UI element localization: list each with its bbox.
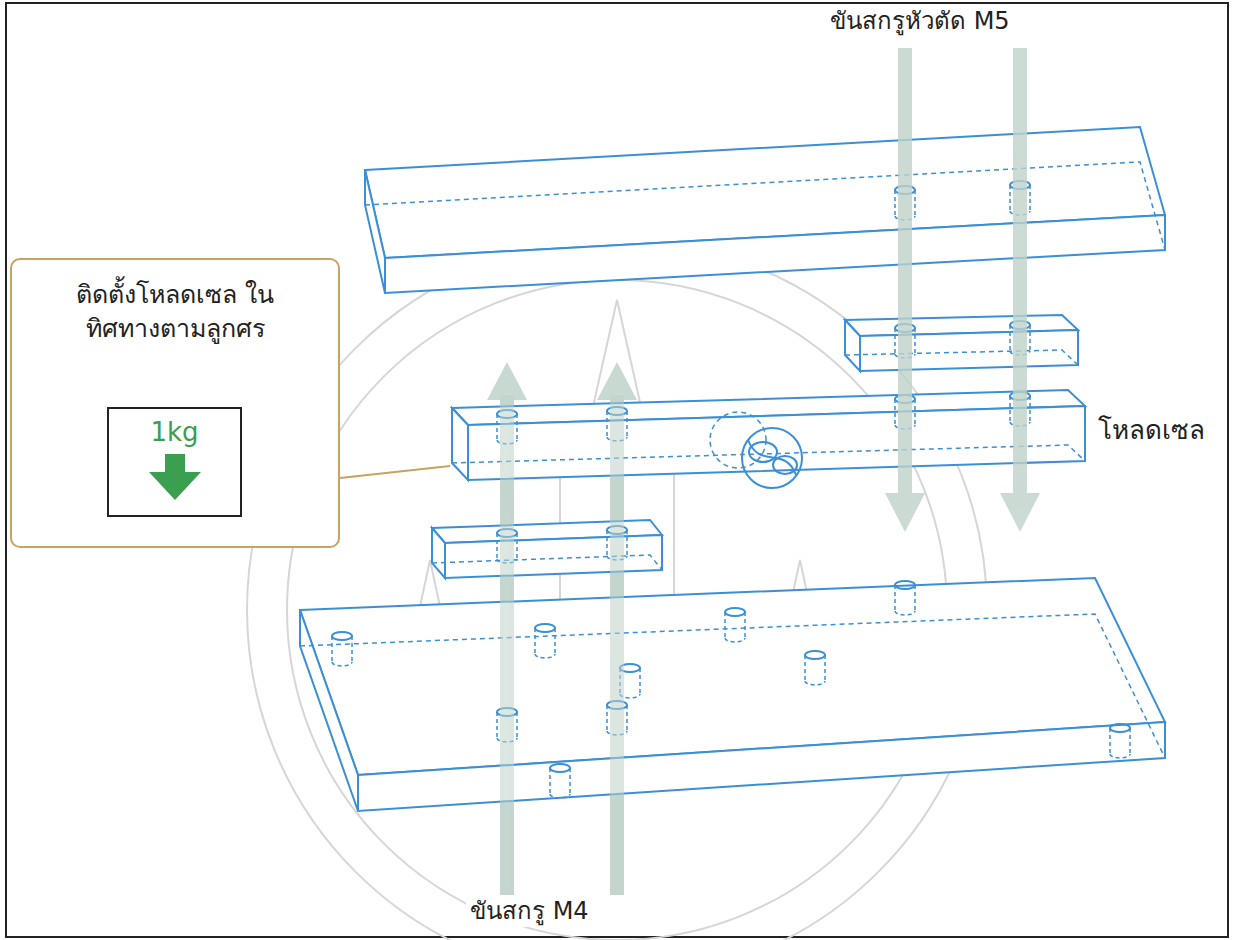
down-arrow-icon	[145, 452, 205, 502]
leader-line	[340, 466, 450, 478]
load-cell	[452, 390, 1085, 488]
upper-spacer	[845, 315, 1078, 371]
frame	[6, 3, 1228, 937]
screw-arrow-m4-front	[500, 395, 624, 895]
node-text: ติดตั้งโหลดเซล ในทิศทางตามลูกศร	[12, 260, 338, 346]
top-plate	[365, 127, 1165, 293]
screw-arrow-m5	[885, 48, 1040, 532]
screw-label: ขันสกรูหัวตัด M5	[826, 6, 1014, 37]
lower-spacer	[432, 520, 662, 578]
node-text: 1kg	[109, 409, 240, 448]
bottom-plate	[300, 578, 1165, 811]
direction-icon-box: 1kg	[107, 407, 242, 517]
part-name: โหลดเซล	[1094, 414, 1209, 448]
callout-box: ติดตั้งโหลดเซล ในทิศทางตามลูกศร 1kg	[10, 258, 340, 548]
screw-label: ขันสกรู M4	[466, 896, 593, 927]
